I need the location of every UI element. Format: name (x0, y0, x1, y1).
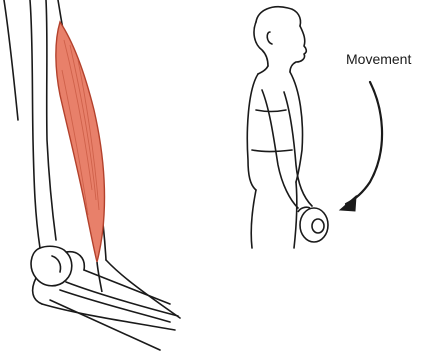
head (254, 22, 268, 66)
legs (251, 190, 256, 248)
movement-arrow (346, 82, 382, 204)
arm (262, 90, 298, 208)
hair (256, 7, 301, 26)
dumbbell (298, 207, 328, 242)
arrow-head (340, 196, 356, 211)
movement-label: Movement (346, 51, 411, 67)
torso (247, 74, 258, 190)
